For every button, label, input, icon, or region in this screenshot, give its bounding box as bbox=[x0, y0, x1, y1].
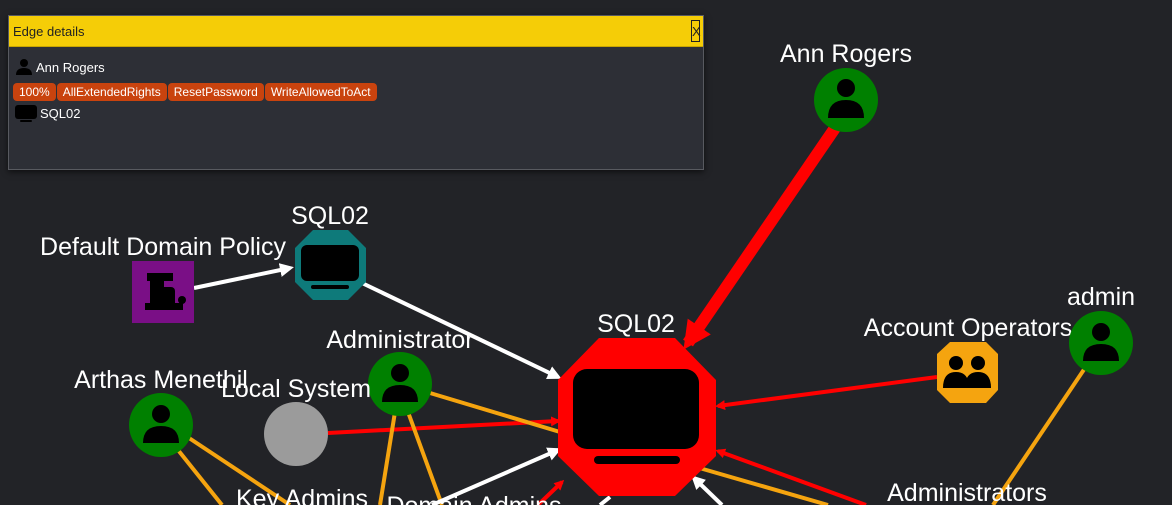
node-label: Ann Rogers bbox=[780, 40, 912, 68]
panel-title: Edge details bbox=[13, 24, 85, 39]
node-domain-admins-label[interactable]: Domain Admins bbox=[386, 492, 561, 505]
user-icon bbox=[143, 405, 179, 443]
edge-local-system-to-sql02[interactable] bbox=[327, 416, 561, 435]
edge-arthas-right[interactable] bbox=[184, 434, 292, 505]
node-label: Administrator bbox=[326, 326, 473, 354]
edge-administrator-down-2[interactable] bbox=[406, 411, 444, 505]
node-label: Default Domain Policy bbox=[40, 233, 286, 261]
node-default-domain-policy[interactable]: Default Domain Policy bbox=[40, 233, 286, 323]
node-local-system[interactable]: Local System bbox=[221, 375, 371, 466]
node-administrators-label[interactable]: Administrators bbox=[887, 479, 1047, 505]
close-button[interactable]: X bbox=[691, 20, 701, 42]
node-label: Arthas Menethil bbox=[74, 366, 248, 394]
user-icon bbox=[382, 364, 418, 402]
tag-resetpassword: ResetPassword bbox=[167, 83, 264, 101]
edge-administrators-red[interactable] bbox=[715, 448, 867, 505]
user-icon bbox=[828, 79, 864, 118]
edge-ann-rogers-to-sql02[interactable] bbox=[683, 124, 840, 350]
tag-writeallowedtoact: WriteAllowedToAct bbox=[264, 83, 377, 101]
monitor-icon bbox=[573, 369, 699, 464]
node-sql02-teal[interactable]: SQL02 bbox=[291, 202, 369, 300]
edge-sql02-teal-to-sql02[interactable] bbox=[361, 281, 562, 379]
edge-account-operators-to-sql02[interactable] bbox=[715, 375, 938, 411]
node-sql02-main[interactable]: SQL02 bbox=[558, 310, 716, 496]
edge-tags: 100% AllExtendedRights ResetPassword Wri… bbox=[13, 83, 378, 101]
edge-details-panel: Edge details X Ann Rogers 100% AllExtend… bbox=[8, 15, 704, 170]
user-icon bbox=[16, 59, 32, 75]
scroll-icon bbox=[145, 273, 186, 310]
node-account-operators[interactable]: Account Operators bbox=[864, 314, 1072, 403]
edge-domain-admins-red[interactable] bbox=[536, 479, 565, 505]
edge-bottom-white-1[interactable] bbox=[598, 495, 612, 505]
edges bbox=[176, 124, 1087, 505]
user-icon bbox=[1083, 323, 1119, 361]
tag-allextendedrights: AllExtendedRights bbox=[56, 83, 167, 101]
edge-administrator-down-1[interactable] bbox=[378, 411, 397, 505]
panel-header[interactable]: Edge details X bbox=[9, 16, 703, 47]
monitor-icon bbox=[301, 245, 359, 289]
edge-administrator-to-sql02[interactable] bbox=[429, 391, 561, 434]
users-icon bbox=[943, 356, 991, 388]
tag-percent: 100% bbox=[13, 83, 56, 101]
edge-source-label: Ann Rogers bbox=[36, 59, 105, 75]
edge-policy-to-sql02-teal[interactable] bbox=[193, 263, 294, 290]
node-label: SQL02 bbox=[291, 202, 369, 230]
node-label: admin bbox=[1067, 283, 1135, 311]
node-arthas[interactable]: Arthas Menethil bbox=[74, 366, 248, 457]
edge-admin-down[interactable] bbox=[991, 366, 1087, 505]
node-ann-rogers[interactable]: Ann Rogers bbox=[780, 40, 912, 132]
node-label: Account Operators bbox=[864, 314, 1072, 342]
node-admin[interactable]: admin bbox=[1067, 283, 1135, 375]
edge-arthas-down[interactable] bbox=[176, 448, 224, 505]
edge-bottom-white-2[interactable] bbox=[691, 475, 724, 505]
node-key-admins-label[interactable]: Key Admins bbox=[236, 485, 368, 505]
edge-administrators-orange[interactable] bbox=[695, 465, 829, 505]
edge-target-label: SQL02 bbox=[40, 105, 81, 121]
edge-domain-admins-to-sql02[interactable] bbox=[431, 447, 562, 505]
edge-target-row[interactable]: SQL02 bbox=[15, 104, 80, 122]
edge-source-row[interactable]: Ann Rogers bbox=[15, 58, 105, 76]
node-label: SQL02 bbox=[597, 310, 675, 338]
node-label: Local System bbox=[221, 375, 371, 403]
node-administrator[interactable]: Administrator bbox=[326, 326, 474, 416]
monitor-icon bbox=[15, 105, 37, 122]
